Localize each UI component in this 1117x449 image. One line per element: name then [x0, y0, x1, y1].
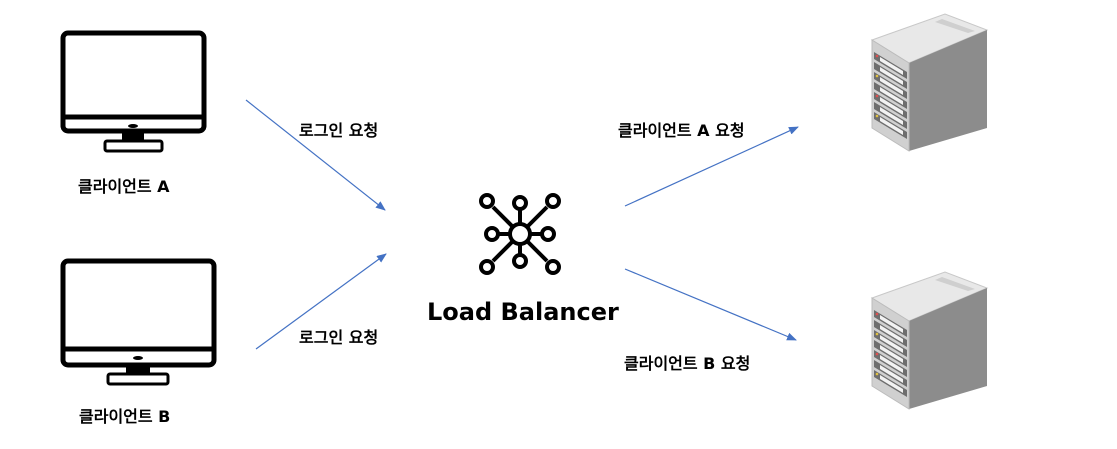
arrow-server-a — [624, 126, 799, 207]
server-a-request-label: 클라이언트 A 요청 — [618, 121, 745, 140]
arrow-server-b — [624, 268, 797, 341]
hub-network-icon — [479, 193, 561, 275]
server-b-request-label: 클라이언트 B 요청 — [624, 354, 751, 373]
server-tower-icon — [870, 13, 989, 152]
monitor-icon — [60, 258, 217, 386]
server-tower-icon — [870, 271, 989, 410]
client-b-label: 클라이언트 B — [79, 407, 171, 426]
load-balancer-label: Load Balancer — [427, 298, 619, 326]
login-request-b-label: 로그인 요청 — [299, 328, 379, 347]
client-a-label: 클라이언트 A — [78, 177, 170, 196]
arrow-client-b — [255, 253, 387, 350]
arrow-client-a — [245, 99, 386, 211]
login-request-a-label: 로그인 요청 — [299, 121, 379, 140]
monitor-icon — [60, 30, 207, 153]
